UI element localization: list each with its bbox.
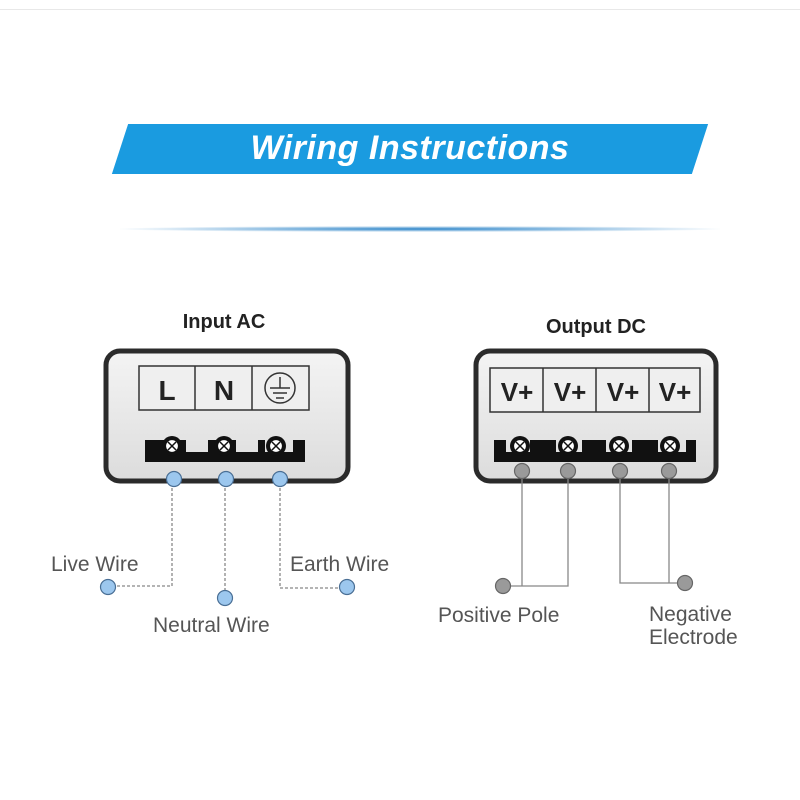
- terminal-v-plus-4-label: V+: [659, 377, 692, 407]
- input-terminal-block: L N: [103, 348, 351, 484]
- output-wires: [503, 471, 684, 587]
- neutral-wire-label: Neutral Wire: [153, 614, 270, 637]
- screw-icon: [266, 436, 286, 456]
- screw-icon: [558, 436, 578, 456]
- input-connection-dots: [99, 470, 356, 607]
- terminal-n-label: N: [214, 375, 234, 406]
- live-wire-label: Live Wire: [51, 553, 139, 576]
- screw-icon: [162, 436, 182, 456]
- negative-electrode-label-line2: Electrode: [649, 626, 738, 649]
- earth-wire-label: Earth Wire: [290, 553, 389, 576]
- terminal-v-plus-2-label: V+: [554, 377, 587, 407]
- terminal-v-plus-1-label: V+: [501, 377, 534, 407]
- screw-icon: [510, 436, 530, 456]
- ground-icon: [264, 372, 296, 404]
- top-divider: [0, 9, 800, 10]
- terminal-l-label: L: [158, 375, 175, 406]
- output-terminal-block: V+ V+ V+ V+: [473, 348, 719, 484]
- output-connection-dots: [494, 462, 694, 595]
- page-title: Wiring Instructions: [250, 129, 570, 167]
- positive-pole-label: Positive Pole: [438, 604, 559, 627]
- title-underline: [120, 226, 720, 232]
- terminal-v-plus-3-label: V+: [607, 377, 640, 407]
- input-heading: Input AC: [183, 311, 266, 333]
- negative-electrode-label-line1: Negative: [649, 603, 732, 626]
- screw-icon: [660, 436, 680, 456]
- screw-icon: [609, 436, 629, 456]
- input-wires: [108, 478, 346, 598]
- output-heading: Output DC: [546, 316, 646, 338]
- screw-icon: [214, 436, 234, 456]
